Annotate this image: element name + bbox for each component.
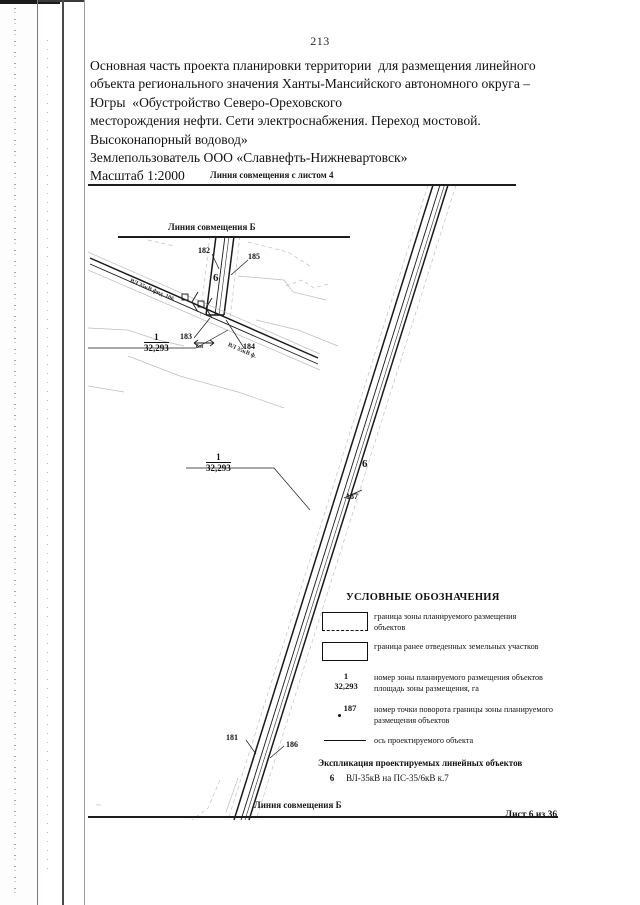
legend-title: УСЛОВНЫЕ ОБОЗНАЧЕНИЯ (346, 592, 500, 603)
page-edge-rule-left (37, 0, 38, 905)
legend-text: номер зоны планируемого размещения объек… (374, 673, 543, 693)
legend-zone-number: 1 (343, 671, 349, 681)
point-label-185: 185 (248, 252, 260, 261)
point-label-183: 183 (180, 332, 192, 341)
legend-block: УСЛОВНЫЕ ОБОЗНАЧЕНИЯ граница зоны планир… (318, 592, 618, 783)
explication-item-number: 6 (329, 773, 335, 783)
title-line-1: Основная часть проекта планировки террит… (90, 58, 536, 73)
scan-margin-artifact (0, 0, 42, 905)
legend-row-zone-boundary: граница зоны планируемого размещения объ… (318, 610, 618, 633)
explication-item: 6 ВЛ-35кВ на ПС-35/6кВ к.7 (318, 773, 618, 783)
zone-area: 32,293 (206, 463, 231, 473)
scan-top-rule (38, 0, 84, 2)
legend-symbol-zone-number: 1 32,293 (318, 671, 374, 693)
scan-noise-strip (14, 8, 16, 898)
zone-callout-middle: 1 32,293 (206, 452, 231, 474)
point-label-181: 181 (226, 733, 238, 742)
dashed-rectangle-icon (322, 612, 368, 631)
legend-row-zone-number: 1 32,293 номер зоны планируемого размеще… (318, 671, 618, 694)
dimension-label-6m: 6м (196, 344, 204, 350)
document-title-block: Основная часть проекта планировки террит… (90, 57, 570, 186)
explication-title: Экспликация проектируемых линейных объек… (318, 758, 523, 768)
legend-zone-area: 32,293 (334, 681, 358, 691)
join-line-bottom-b (88, 816, 558, 818)
map-vector-graphics: .hv{stroke:#1a1a1a;stroke-width:1.5;fill… (88, 184, 457, 821)
join-line-sheet4 (88, 184, 516, 186)
legend-text: граница ранее отведенных земельных участ… (374, 642, 539, 651)
site-plan-drawing: .hv{stroke:#1a1a1a;stroke-width:1.5;fill… (88, 170, 558, 825)
title-line-4: месторождения нефти. Сети электроснабжен… (90, 113, 481, 129)
solid-rectangle-icon (322, 642, 368, 661)
axis-line-icon (324, 740, 366, 741)
corridor-label-middle: 6 (362, 458, 368, 470)
join-label-bottom-b: Линия совмещения Б (254, 800, 342, 810)
scan-corner-mark (0, 0, 60, 4)
landuser-line: Землепользователь ООО «Славнефть-Нижнева… (90, 150, 408, 166)
title-line-5: Высоконапорный водовод» (90, 131, 248, 147)
zone-area: 32,293 (144, 343, 169, 353)
page-edge-rule-binding (62, 0, 64, 905)
explication-item-text: ВЛ-35кВ на ПС-35/6кВ к.7 (346, 773, 449, 783)
legend-row-allotted-parcels: граница ранее отведенных земельных участ… (318, 640, 618, 662)
legend-row-point-number: 187 номер точки поворота границы зоны пл… (318, 703, 618, 726)
zone-number: 1 (206, 452, 231, 463)
scale-line: Масштаб 1:2000 (90, 168, 185, 184)
legend-text: граница зоны планируемого размещения объ… (374, 612, 517, 632)
point-dot-icon (338, 714, 341, 717)
legend-symbol-axis-line (318, 732, 374, 748)
zone-callout-upper: 1 32,293 (144, 332, 169, 354)
legend-row-object-axis: ось проектируемого объекта (318, 732, 618, 748)
zone-number-icon: 1 32,293 (318, 671, 374, 692)
scan-noise-strip-secondary (47, 40, 48, 875)
legend-text: номер точки поворота границы зоны планир… (374, 705, 553, 725)
join-line-upper-b (118, 236, 350, 238)
join-label-sheet4: Линия совмещения с листом 4 (210, 170, 334, 180)
point-label-184: 184 (243, 342, 255, 351)
title-line-3: Югры «Обустройство Северо-Ореховского (90, 94, 343, 110)
scan-smudge: ~ (96, 800, 101, 810)
join-label-upper-b: Линия совмещения Б (168, 222, 256, 232)
zone-number: 1 (144, 332, 169, 343)
point-label-187: 187 (346, 492, 358, 501)
corridor-label-upper: 6 (213, 272, 219, 284)
page-number: 213 (310, 34, 330, 48)
legend-symbol-point-number: 187 (318, 703, 374, 725)
point-label-182: 182 (198, 246, 210, 255)
sheet-footer: Лист 6 из 36 (505, 810, 558, 820)
point-label-186: 186 (286, 740, 298, 749)
page-edge-rule-inner (84, 0, 85, 905)
title-line-2: объекта регионального значения Ханты-Ман… (90, 76, 531, 92)
legend-text: ось проектируемого объекта (374, 736, 474, 745)
turning-point-icon: 187 (318, 703, 374, 717)
legend-symbol-solid-box (318, 640, 374, 662)
legend-symbol-dashed-box (318, 610, 374, 632)
legend-point-number: 187 (343, 703, 357, 713)
